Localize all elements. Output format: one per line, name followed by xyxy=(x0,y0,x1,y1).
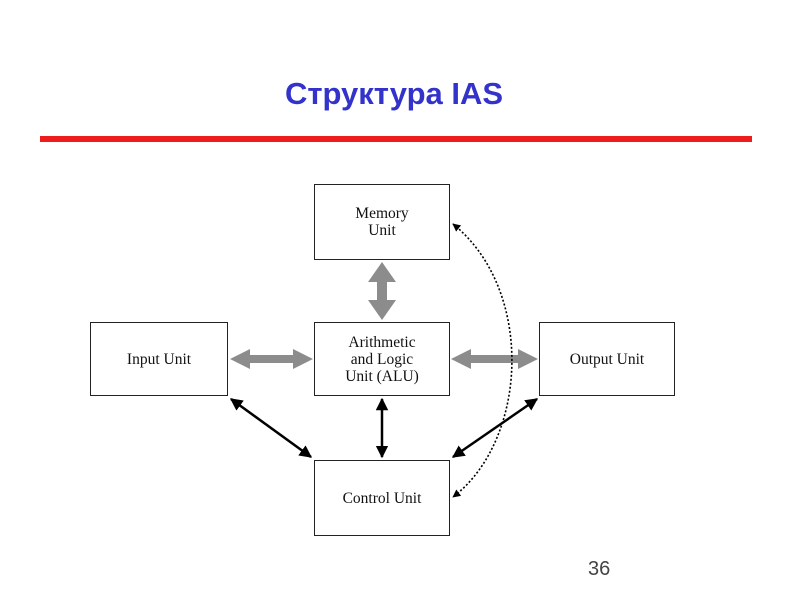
arrow-alu-output xyxy=(451,349,538,369)
memory-unit-box: Memory Unit xyxy=(314,184,450,260)
arrow-output-control xyxy=(451,397,539,459)
title-rule xyxy=(40,136,752,142)
input-unit-box: Input Unit xyxy=(90,322,228,396)
alu-box: Arithmetic and Logic Unit (ALU) xyxy=(314,322,450,396)
page-number: 36 xyxy=(588,558,611,580)
arrow-memory-control xyxy=(452,223,513,498)
arrow-input-alu xyxy=(230,349,313,369)
output-unit-box: Output Unit xyxy=(539,322,675,396)
arrow-memory-alu xyxy=(368,262,396,320)
slide-title: Структура IAS xyxy=(284,76,504,111)
arrow-input-control xyxy=(229,397,313,459)
control-unit-box: Control Unit xyxy=(314,460,450,536)
